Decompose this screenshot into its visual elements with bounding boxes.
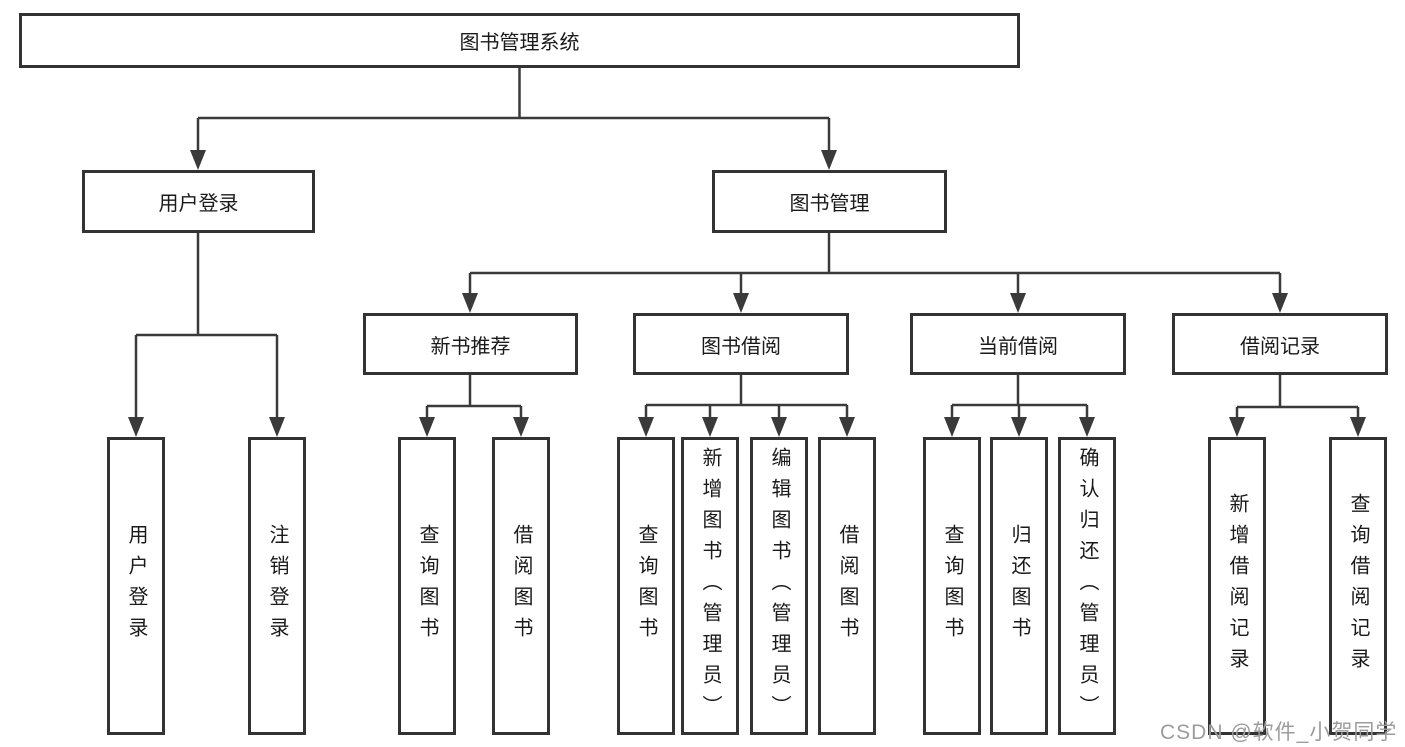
node-borrowing-records: 借阅记录: [1172, 313, 1388, 375]
node-user-login: 用户登录: [82, 170, 315, 233]
leaf-borrow-books-borrowing-label: 借阅图书: [836, 524, 858, 648]
leaf-logout-label: 注销登录: [266, 524, 288, 648]
leaf-borrow-books-recommend: 借阅图书: [492, 437, 550, 735]
leaf-query-borrow-record: 查询借阅记录: [1329, 437, 1387, 735]
node-root-label: 图书管理系统: [459, 32, 580, 54]
leaf-return-books: 归还图书: [990, 437, 1048, 735]
leaf-query-books-recommend: 查询图书: [398, 437, 456, 735]
leaf-query-borrow-record-label: 查询借阅记录: [1347, 493, 1369, 679]
leaf-query-books-borrowing-label: 查询图书: [635, 524, 657, 648]
connector-newbook-to-leaves: [425, 375, 523, 421]
leaf-confirm-return-admin: 确认归还（管理员）: [1058, 437, 1116, 735]
leaf-logout: 注销登录: [248, 437, 306, 735]
connector-root-to-level1: [196, 68, 831, 154]
leaf-add-borrow-record: 新增借阅记录: [1208, 437, 1266, 735]
leaf-return-books-label: 归还图书: [1008, 524, 1030, 648]
leaf-add-book-admin-label: 新增图书（管理员）: [699, 446, 721, 726]
leaf-query-books-current-label: 查询图书: [941, 524, 963, 648]
leaf-user-login-label: 用户登录: [125, 524, 147, 648]
arrowheads: [128, 150, 1366, 437]
connector-currentborrow-to-leaves: [950, 375, 1089, 421]
leaf-query-books-recommend-label: 查询图书: [416, 524, 438, 648]
leaf-borrow-books-recommend-label: 借阅图书: [510, 524, 532, 648]
leaf-query-books-borrowing: 查询图书: [617, 437, 675, 735]
node-new-book-recommendation-label: 新书推荐: [430, 335, 511, 358]
connector-bookmgmt-to-level2: [468, 233, 1282, 297]
node-root-library-system: 图书管理系统: [19, 13, 1020, 68]
connector-userlogin-to-leaves: [134, 233, 279, 421]
leaf-confirm-return-admin-label: 确认归还（管理员）: [1076, 446, 1098, 726]
leaf-user-login: 用户登录: [107, 437, 165, 735]
connector-bookborrow-to-leaves: [644, 375, 849, 421]
connector-borrowrecord-to-leaves: [1235, 375, 1360, 421]
node-current-borrowing: 当前借阅: [910, 313, 1126, 375]
csdn-watermark: CSDN @软件_小贺同学: [1160, 721, 1398, 744]
node-new-book-recommendation: 新书推荐: [363, 313, 578, 375]
leaf-borrow-books-borrowing: 借阅图书: [818, 437, 876, 735]
node-current-borrowing-label: 当前借阅: [978, 335, 1058, 358]
leaf-edit-book-admin-label: 编辑图书（管理员）: [768, 446, 790, 726]
leaf-add-book-admin: 新增图书（管理员）: [681, 437, 739, 735]
node-user-login-label: 用户登录: [158, 193, 239, 215]
leaf-query-books-current: 查询图书: [923, 437, 981, 735]
node-book-management: 图书管理: [712, 170, 947, 233]
node-book-borrowing-label: 图书借阅: [701, 335, 781, 358]
leaf-add-borrow-record-label: 新增借阅记录: [1226, 493, 1248, 679]
node-book-borrowing: 图书借阅: [633, 313, 849, 375]
node-book-management-label: 图书管理: [789, 193, 870, 215]
node-borrowing-records-label: 借阅记录: [1240, 335, 1320, 358]
leaf-edit-book-admin: 编辑图书（管理员）: [750, 437, 808, 735]
